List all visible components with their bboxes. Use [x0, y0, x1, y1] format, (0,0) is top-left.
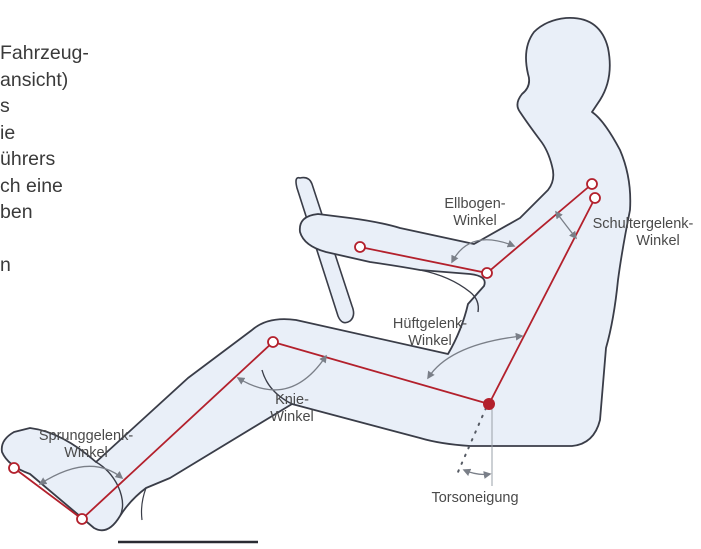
hip-joint-icon — [483, 398, 495, 410]
intro-line: Fahrzeug- — [0, 42, 89, 64]
shoulder-joint-icon — [586, 178, 598, 190]
elbow-angle-label: Ellbogen- Winkel — [436, 196, 514, 230]
joint-markers — [8, 178, 601, 525]
intro-line: ansicht) — [0, 68, 69, 91]
body-silhouette — [0, 17, 632, 532]
intro-line: ie — [0, 121, 16, 144]
arm-contour — [419, 269, 480, 313]
ankle-joint-icon — [76, 513, 88, 525]
intro-text-column: Fahrzeug- ansicht) s ie ührers ch eine b… — [0, 40, 89, 279]
toe-joint-icon — [8, 462, 20, 474]
knee-label-line2: Winkel — [270, 409, 314, 425]
torso-dotted-line — [457, 407, 487, 473]
intro-line: ührers — [0, 148, 56, 170]
hip-angle-label: Hüftgelenk- Winkel — [384, 316, 476, 350]
hip-label-line1: Hüftgelenk- — [392, 316, 468, 332]
intro-line: ben — [0, 201, 33, 223]
ankle-label-line1: Sprunggelenk- — [38, 428, 134, 444]
calf-contour — [140, 487, 147, 521]
torso-label-line: Torsoneigung — [431, 490, 519, 506]
wrist-joint-icon — [354, 241, 366, 253]
shoulder-label-line1: Schultergelenk- — [592, 216, 694, 232]
knee-label-line1: Knie- — [275, 392, 309, 408]
intro-line: ch eine — [0, 174, 63, 197]
knee-angle-label: Knie- Winkel — [262, 392, 322, 426]
intro-line: n — [0, 254, 11, 276]
shoulder-angle-label: Schultergelenk- Winkel — [586, 216, 700, 250]
ankle-angle-label: Sprunggelenk- Winkel — [30, 428, 142, 462]
shoulder-label-line2: Winkel — [636, 233, 680, 249]
torso-inclination-label: Torsoneigung — [420, 490, 530, 507]
ankle-label-line2: Winkel — [64, 445, 108, 461]
hip-label-line2: Winkel — [408, 333, 452, 349]
knee-joint-icon — [267, 336, 279, 348]
intro-line: s — [0, 95, 10, 117]
shoulder-lower-joint-icon — [589, 192, 601, 204]
elbow-label-line2: Winkel — [453, 213, 497, 229]
elbow-joint-icon — [481, 267, 493, 279]
elbow-label-line1: Ellbogen- — [444, 196, 506, 212]
angle-arrows — [38, 210, 577, 485]
